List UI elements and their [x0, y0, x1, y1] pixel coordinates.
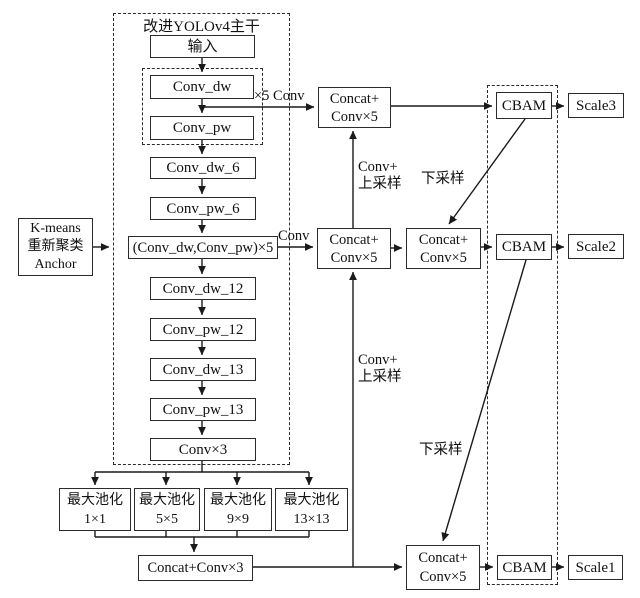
scale2-box: Scale2 [568, 234, 624, 259]
maxpool-label: 最大池化 [67, 492, 123, 508]
branch-label-conv: Conv [278, 228, 310, 244]
concat-conv3-box: Concat+Conv×3 [138, 555, 253, 581]
backbone-title: 改进YOLOv4主干 [143, 19, 260, 35]
conv-dw-pw-x5-label: (Conv_dw,Conv_pw)×5 [132, 239, 274, 256]
kmeans-anchor-box: K-means 重新聚类 Anchor [18, 218, 93, 276]
cbam-label: CBAM [502, 559, 547, 576]
concat-conv5-top-box: Concat+ Conv×5 [318, 87, 391, 128]
kmeans-line2: 重新聚类 [27, 239, 84, 254]
conv-pw-6-box: Conv_pw_6 [150, 197, 256, 220]
concat-line2: Conv×5 [330, 249, 378, 266]
maxpool-1x1-box: 最大池化 1×1 [59, 488, 131, 531]
conv-x3-label: Conv×3 [178, 441, 228, 458]
concat-line1: Concat+ [418, 549, 468, 566]
conv-pw-13-label: Conv_pw_13 [162, 401, 244, 418]
conv-dw-13-label: Conv_dw_13 [162, 361, 244, 378]
maxpool-size-13x13: 13×13 [293, 511, 330, 527]
kmeans-line1: K-means [30, 221, 81, 236]
input-label: 输入 [187, 38, 218, 55]
downsample-label-bottom: 下采样 [419, 442, 463, 458]
maxpool-size-5x5: 5×5 [156, 511, 178, 527]
upsample-label-bottom: Conv+ 上采样 [358, 352, 402, 386]
upsample-line1: Conv+ [358, 352, 398, 368]
conv-dw-box: Conv_dw [150, 75, 254, 99]
maxpool-5x5-box: 最大池化 5×5 [134, 488, 200, 531]
cbam-label: CBAM [501, 97, 547, 114]
maxpool-label: 最大池化 [210, 492, 266, 508]
conv-dw-label: Conv_dw [172, 79, 232, 95]
concat-line1: Concat+ [329, 231, 379, 248]
maxpool-size-9x9: 9×9 [227, 511, 249, 527]
conv-pw-12-box: Conv_pw_12 [150, 318, 256, 341]
conv-pw-13-box: Conv_pw_13 [150, 398, 256, 421]
input-box: 输入 [150, 35, 255, 58]
conv-pw-12-label: Conv_pw_12 [162, 321, 244, 338]
maxpool-label: 最大池化 [283, 492, 340, 508]
conv-pw-box: Conv_pw [150, 116, 254, 140]
branch-label-x5conv: ×5 Conv [254, 88, 305, 104]
cbam-column-frame [487, 85, 558, 585]
concat-conv5-mid-right-box: Concat+ Conv×5 [406, 228, 481, 269]
scale1-box: Scale1 [568, 555, 623, 580]
cbam-mid-box: CBAM [496, 234, 552, 260]
scale3-label: Scale3 [576, 97, 616, 114]
upsample-line2: 上采样 [358, 176, 402, 192]
concat-line2: Conv×5 [419, 568, 467, 585]
maxpool-9x9-box: 最大池化 9×9 [204, 488, 272, 531]
concat-line2: Conv×5 [331, 108, 378, 125]
maxpool-13x13-box: 最大池化 13×13 [275, 488, 348, 531]
cbam-top-box: CBAM [496, 92, 552, 119]
conv-pw-label: Conv_pw [172, 120, 232, 136]
maxpool-size-1x1: 1×1 [84, 511, 106, 527]
scale2-label: Scale2 [576, 238, 616, 255]
conv-dw-6-label: Conv_dw_6 [166, 160, 240, 176]
scale3-box: Scale3 [568, 93, 624, 118]
upsample-line1: Conv+ [358, 159, 398, 175]
cbam-bottom-box: CBAM [497, 555, 552, 580]
concat-conv5-bottom-box: Concat+ Conv×5 [406, 545, 480, 590]
conv-dw-pw-x5-box: (Conv_dw,Conv_pw)×5 [128, 236, 278, 259]
conv-dw-6-box: Conv_dw_6 [150, 157, 256, 179]
conv-pw-6-label: Conv_pw_6 [166, 200, 240, 217]
conv-dw-12-box: Conv_dw_12 [150, 277, 256, 300]
scale1-label: Scale1 [575, 559, 616, 576]
conv-x3-box: Conv×3 [150, 438, 256, 461]
maxpool-label: 最大池化 [139, 492, 195, 508]
conv-dw-13-box: Conv_dw_13 [150, 358, 256, 381]
cbam-label: CBAM [501, 239, 547, 255]
kmeans-line3: Anchor [34, 257, 77, 272]
concat-conv5-mid-left-box: Concat+ Conv×5 [317, 228, 391, 269]
conv-dw-12-label: Conv_dw_12 [162, 280, 244, 297]
downsample-label-top: 下采样 [421, 171, 465, 187]
concat-line1: Concat+ [329, 90, 380, 107]
concat-conv3-label: Concat+Conv×3 [147, 560, 244, 576]
concat-line2: Conv×5 [420, 249, 467, 266]
upsample-label-top: Conv+ 上采样 [358, 159, 402, 193]
upsample-line2: 上采样 [358, 369, 402, 385]
concat-line1: Concat+ [418, 231, 469, 248]
